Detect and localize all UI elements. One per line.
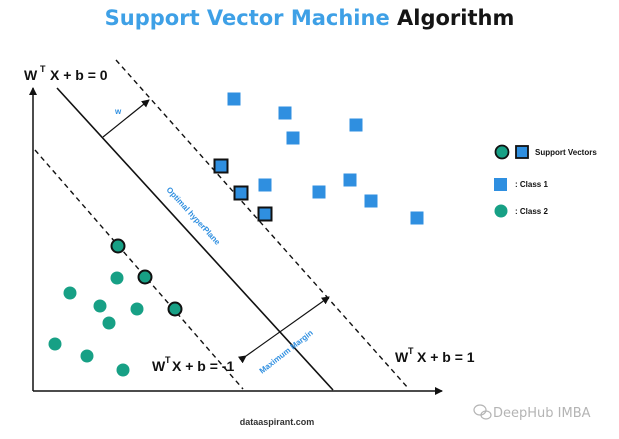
class-1-support-vector	[233, 185, 249, 201]
title-part-1: Support Vector Machine	[104, 6, 390, 30]
svg-text:W: W	[395, 349, 409, 365]
class-1-point	[343, 173, 357, 187]
class-2-point	[63, 286, 77, 300]
svg-text:T: T	[165, 355, 171, 365]
svg-text:W: W	[152, 358, 166, 374]
class-2-point	[48, 337, 62, 351]
class-1-point	[227, 92, 241, 106]
svg-text:: Class 2: : Class 2	[515, 207, 548, 216]
svg-text:X + b = -1: X + b = -1	[172, 358, 234, 374]
class-1-point	[286, 131, 300, 145]
hyperplane-equation: W T X + b = 0	[24, 64, 108, 83]
legend-class-1: : Class 1	[494, 178, 548, 191]
title-part-2: Algorithm	[397, 6, 515, 30]
legend-class1-square	[494, 178, 507, 191]
svg-text:Support Vectors: Support Vectors	[535, 148, 597, 157]
class-2-point	[80, 349, 94, 363]
wechat-icon	[473, 404, 492, 420]
class-2-point	[110, 271, 124, 285]
legend-support-vectors: Support Vectors	[494, 144, 597, 160]
footer-credit: dataaspirant.com	[240, 417, 315, 427]
watermark: DeepHub IMBA	[473, 404, 591, 421]
legend-support-square	[515, 145, 529, 159]
class-1-point	[278, 106, 292, 120]
legend: Support Vectors : Class 1 : Class 2	[494, 144, 597, 218]
legend-class2-circle	[494, 204, 508, 218]
class-2-point	[116, 363, 130, 377]
w-vector-arrow	[102, 99, 150, 138]
class-2-support-vector	[137, 269, 153, 285]
diagram-title: Support Vector Machine Algorithm	[0, 6, 619, 30]
svg-text:W: W	[24, 67, 38, 83]
legend-class-2: : Class 2	[494, 204, 548, 218]
negative-equation: W T X + b = -1	[152, 355, 234, 374]
class-2-points	[48, 238, 183, 377]
class-2-support-vector	[110, 238, 126, 254]
svg-text:DeepHub IMBA: DeepHub IMBA	[493, 406, 591, 421]
svg-text:: Class 1: : Class 1	[515, 180, 548, 189]
class-2-support-vector	[167, 301, 183, 317]
svg-text:T: T	[408, 346, 414, 356]
class-1-point	[364, 194, 378, 208]
class-2-point	[93, 299, 107, 313]
positive-equation: W T X + b = 1	[395, 346, 475, 365]
svg-text:X + b = 0: X + b = 0	[50, 67, 108, 83]
margin-arrow	[237, 296, 330, 364]
svg-text:X + b = 1: X + b = 1	[417, 349, 475, 365]
class-1-point	[312, 185, 326, 199]
negative-margin-line	[34, 149, 244, 390]
maximum-margin-label: Maximum Margin	[258, 328, 315, 375]
legend-support-circle	[494, 144, 510, 160]
class-1-point	[258, 178, 272, 192]
positive-margin-line	[115, 59, 409, 389]
class-1-support-vector	[213, 158, 229, 174]
class-2-point	[130, 302, 144, 316]
svg-text:T: T	[40, 64, 46, 74]
class-2-point	[102, 316, 116, 330]
class-1-point	[410, 211, 424, 225]
class-1-point	[349, 118, 363, 132]
class-1-support-vector	[257, 206, 273, 222]
class-1-points	[213, 92, 424, 225]
w-label: w	[114, 107, 122, 116]
